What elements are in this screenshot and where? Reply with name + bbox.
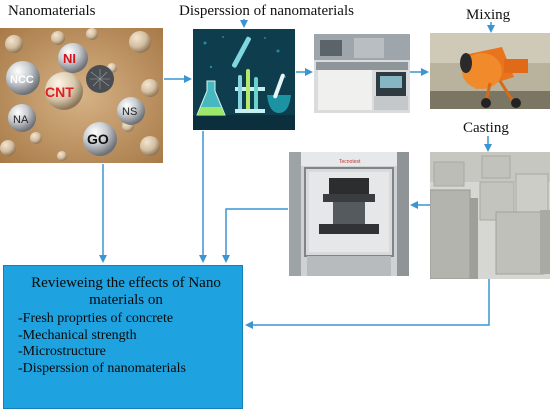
particle-ncc-bubble — [6, 61, 40, 95]
arrow-machine-to-review — [222, 208, 288, 263]
particle-go-label: GO — [87, 131, 109, 147]
dispersion-image — [193, 29, 295, 130]
casting-image — [430, 152, 550, 279]
label-dispersion: Disperssion of nanomaterials — [179, 3, 354, 19]
lab-equipment-image — [314, 34, 410, 113]
particle-na-label: NA — [13, 114, 29, 126]
particle-go-bubble — [83, 122, 117, 156]
particle-ns-bubble — [117, 97, 145, 125]
label-nanomaterials: Nanomaterials — [8, 3, 96, 19]
machine-brand-text: Tecnotest — [339, 159, 361, 165]
particle-na-bubble — [8, 104, 36, 132]
particle-ns-label: NS — [122, 106, 137, 118]
arrow-casting-to-review — [245, 279, 490, 329]
particle-ni-bubble — [58, 43, 88, 73]
label-casting: Casting — [463, 120, 509, 136]
particle-ncc-label: NCC — [10, 74, 34, 86]
review-title: Revieweing the effects of Nano materials… — [31, 275, 221, 308]
review-box: Revieweing the effects of Nano materials… — [3, 265, 243, 409]
particle-cnt-bubble — [45, 72, 83, 110]
review-item-dispersion: -Disperssion of nanomaterials — [18, 360, 186, 376]
mixer-image — [430, 33, 550, 109]
review-item-mechanical-strength: -Mechanical strength — [18, 327, 137, 343]
particle-cnt-label: CNT — [45, 84, 74, 100]
nanomaterials-image: NI NCC CNT NA NS GO — [0, 28, 163, 163]
review-item-fresh-properties: -Fresh proprties of concrete — [18, 311, 174, 326]
compression-machine-image: Tecnotest — [289, 152, 409, 276]
label-mixing: Mixing — [466, 7, 511, 23]
review-item-microstructure: -Microstructure — [18, 344, 106, 359]
particle-ni-label: NI — [63, 51, 76, 66]
